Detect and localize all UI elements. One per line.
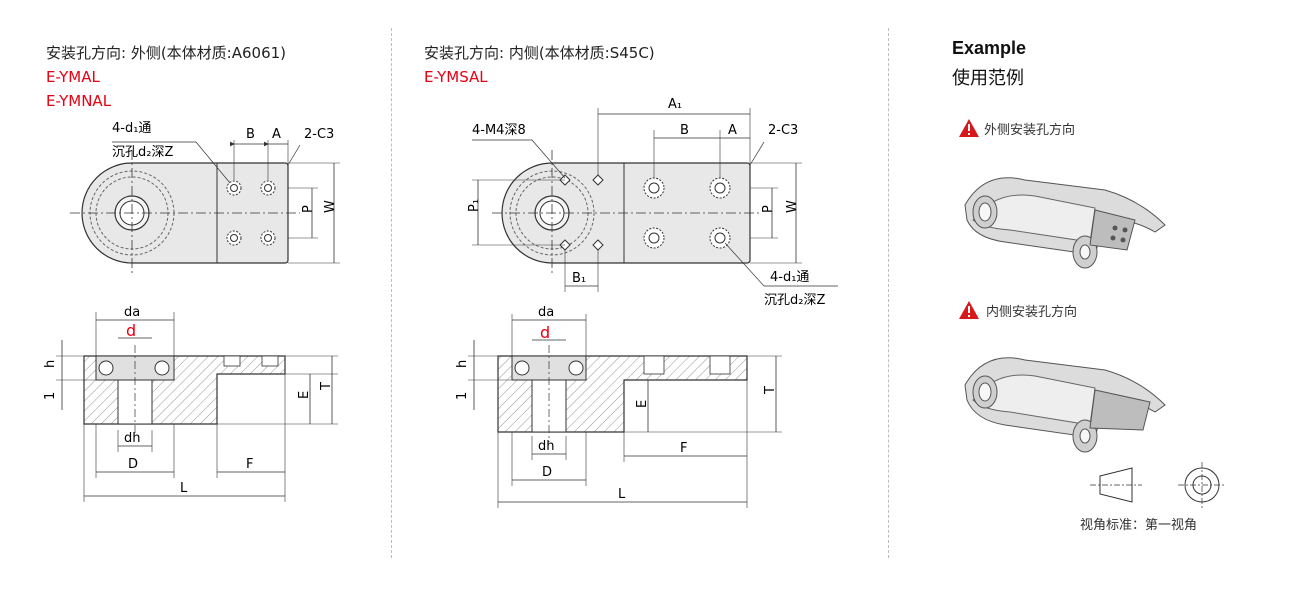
left-chamfer: 2-C3 bbox=[304, 127, 334, 142]
warning-icon bbox=[959, 301, 979, 319]
left-dim-A: A bbox=[272, 127, 281, 142]
projection-note: 视角标准：第一视角 bbox=[1080, 518, 1198, 533]
left-drawing: 4-d₁通 沉孔d₂深Z B A 2-C3 P W bbox=[43, 121, 340, 502]
middle-top-view bbox=[472, 108, 838, 292]
middle-drawing: 4-M4深8 A₁ B A 2-C3 P₁ P W B₁ 4-d₁通 沉孔d₂深… bbox=[455, 97, 838, 508]
first-angle-projection-symbol bbox=[1090, 462, 1226, 508]
left-dim-T: T bbox=[319, 382, 334, 391]
left-dim-D: D bbox=[128, 457, 138, 472]
left-dim-d: d bbox=[126, 321, 136, 340]
middle-hole-note-2: 沉孔d₂深Z bbox=[764, 293, 825, 308]
left-dim-W: W bbox=[323, 200, 338, 213]
left-dim-da: da bbox=[124, 305, 140, 320]
left-dim-E: E bbox=[297, 391, 312, 399]
left-dim-h: h bbox=[43, 360, 58, 368]
middle-dim-F: F bbox=[680, 441, 687, 456]
divider-right bbox=[888, 28, 889, 558]
divider-left bbox=[391, 28, 392, 558]
middle-side-view bbox=[468, 314, 782, 508]
left-mount-holes bbox=[226, 180, 276, 246]
warn-text-2: 内侧安装孔方向 bbox=[986, 304, 1078, 320]
middle-dim-A1: A₁ bbox=[668, 97, 682, 112]
warn-row-2: 内侧安装孔方向 bbox=[958, 300, 1077, 320]
middle-dim-d: d bbox=[540, 323, 550, 342]
left-hole-note-2: 沉孔d₂深Z bbox=[112, 145, 173, 160]
middle-dim-B1: B₁ bbox=[572, 271, 586, 286]
left-dim-F: F bbox=[246, 457, 253, 472]
left-dim-L: L bbox=[180, 481, 188, 496]
middle-hole-note-1: 4-d₁通 bbox=[770, 270, 809, 285]
left-dim-B: B bbox=[246, 127, 255, 142]
middle-dim-L: L bbox=[618, 487, 626, 502]
warn-row-1: 外侧安装孔方向 bbox=[958, 118, 1075, 138]
middle-dim-E: E bbox=[635, 400, 650, 408]
hinge-inner-illustration bbox=[964, 357, 1166, 453]
example-title-en: Example bbox=[952, 38, 1027, 58]
middle-dim-B: B bbox=[680, 123, 689, 138]
warn-text-1: 外侧安装孔方向 bbox=[984, 122, 1076, 138]
left-dim-1: 1 bbox=[43, 392, 58, 400]
left-model-2: E-YMNAL bbox=[46, 92, 112, 110]
middle-tap-note: 4-M4深8 bbox=[472, 123, 526, 138]
middle-dim-1: 1 bbox=[455, 392, 470, 400]
left-model-1: E-YMAL bbox=[46, 68, 100, 86]
middle-dim-P: P bbox=[761, 205, 776, 213]
middle-dim-D: D bbox=[542, 465, 552, 480]
middle-dim-h: h bbox=[455, 360, 470, 368]
middle-mount-holes bbox=[643, 177, 731, 249]
middle-dim-T: T bbox=[763, 386, 778, 395]
left-hole-note-1: 4-d₁通 bbox=[112, 121, 151, 136]
left-side-view bbox=[56, 312, 338, 502]
left-header: 安装孔方向: 外侧(本体材质:A6061) bbox=[46, 44, 287, 62]
middle-model-1: E-YMSAL bbox=[424, 68, 488, 86]
hinge-outer-illustration bbox=[964, 177, 1166, 269]
middle-chamfer: 2-C3 bbox=[768, 123, 798, 138]
left-top-view bbox=[70, 140, 340, 275]
middle-header: 安装孔方向: 内侧(本体材质:S45C) bbox=[424, 44, 655, 62]
example-title-cn: 使用范例 bbox=[952, 68, 1024, 89]
left-dim-P: P bbox=[301, 205, 316, 213]
middle-dim-da: da bbox=[538, 305, 554, 320]
warning-icon bbox=[959, 119, 979, 137]
middle-dim-W: W bbox=[785, 200, 800, 213]
middle-dim-A: A bbox=[728, 123, 737, 138]
middle-dim-P1: P₁ bbox=[467, 199, 482, 212]
middle-dim-dh: dh bbox=[538, 439, 555, 454]
left-dim-dh: dh bbox=[124, 431, 141, 446]
